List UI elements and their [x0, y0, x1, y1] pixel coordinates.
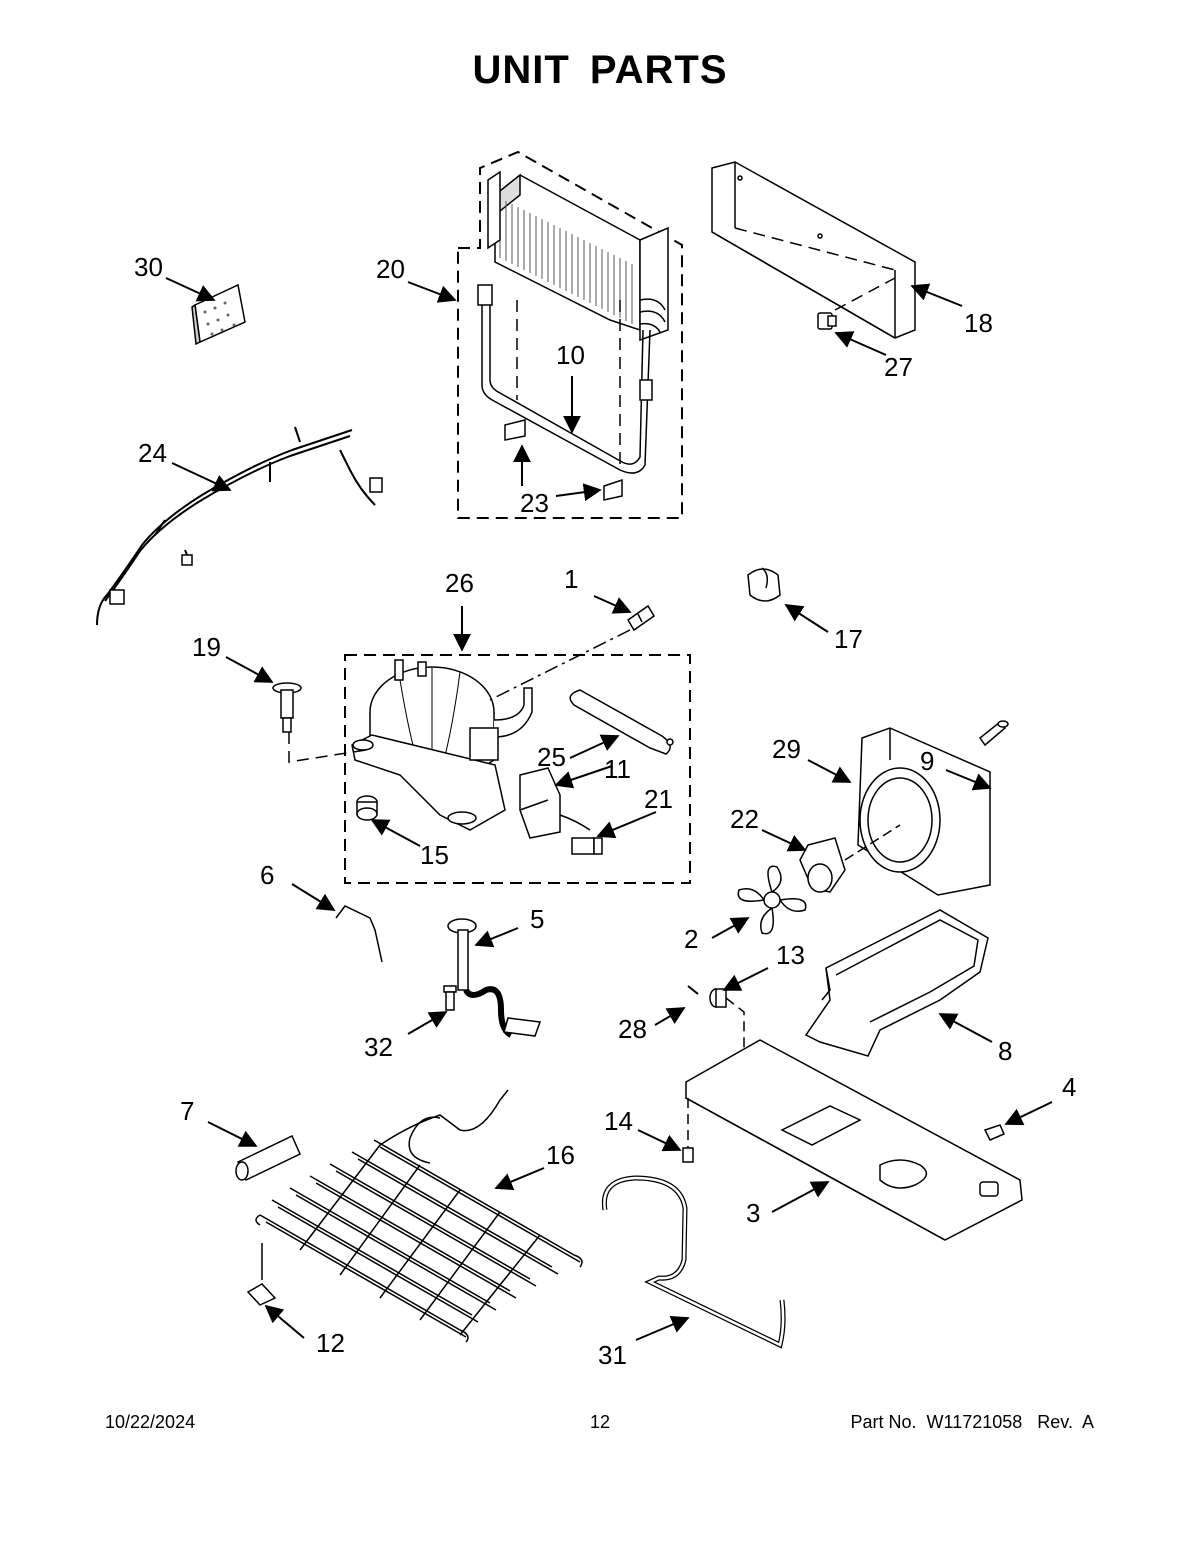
drain-tube	[447, 918, 542, 1038]
callout-19: 19	[192, 632, 221, 662]
condenser-clip	[246, 1283, 277, 1306]
page-title: UNIT PARTS	[472, 48, 728, 92]
callout-30: 30	[134, 252, 163, 282]
mounting-bolt	[272, 682, 367, 763]
evaporator-coil	[487, 170, 669, 342]
fan-blade	[737, 865, 807, 935]
wiring-harness	[96, 426, 383, 626]
screw	[978, 720, 1009, 747]
evaporator-assembly-outline	[457, 150, 683, 519]
base-screw-4	[983, 1124, 1005, 1141]
start-relay	[519, 767, 591, 839]
air-duct-cover	[711, 161, 916, 339]
callout-18: 18	[964, 308, 993, 338]
filter-drier	[569, 689, 674, 755]
process-valve	[626, 604, 656, 632]
grommet	[356, 795, 378, 821]
callout-27: 27	[884, 352, 913, 382]
defrost-heater	[477, 284, 653, 501]
callout-16: 16	[546, 1140, 575, 1170]
callout-1: 1	[564, 564, 578, 594]
overload-protector	[571, 837, 603, 855]
callout-12: 12	[316, 1328, 345, 1358]
callout-31: 31	[598, 1340, 627, 1370]
compressor	[351, 659, 533, 831]
callout-21: 21	[644, 784, 673, 814]
callout-24: 24	[138, 438, 167, 468]
callout-labels: 1 2 3 4 5 6 7 8 9 10 11 12 13 14 15 16 1…	[134, 252, 1076, 1370]
callout-25: 25	[537, 742, 566, 772]
compressor-assembly-outline	[344, 654, 691, 884]
base-screw-14	[682, 1098, 694, 1163]
fan-shroud	[857, 727, 991, 896]
callout-5: 5	[530, 904, 544, 934]
callout-26: 26	[445, 568, 474, 598]
callout-3: 3	[746, 1198, 760, 1228]
grommet-13	[709, 988, 727, 1008]
machine-compartment-base	[685, 1039, 1023, 1241]
drain-screw	[443, 985, 457, 1011]
callout-13: 13	[776, 940, 805, 970]
callout-9: 9	[920, 746, 934, 776]
footer-part-number: Part No. W11721058 Rev. A	[850, 1412, 1094, 1432]
callout-28: 28	[618, 1014, 647, 1044]
callout-6: 6	[260, 860, 274, 890]
footer-page-number: 12	[589, 1412, 611, 1432]
fan-motor	[799, 824, 901, 893]
callout-32: 32	[364, 1032, 393, 1062]
insulation-sleeve	[235, 1134, 301, 1182]
condenser-coil	[255, 1089, 583, 1343]
callout-23: 23	[520, 488, 549, 518]
callout-7: 7	[180, 1096, 194, 1126]
drain-pan	[804, 909, 989, 1057]
callout-14: 14	[604, 1106, 633, 1136]
pin-28	[687, 985, 699, 995]
callout-8: 8	[998, 1036, 1012, 1066]
leader-arrows	[165, 277, 1053, 1341]
thermistor-clip	[817, 312, 837, 330]
callout-4: 4	[1062, 1072, 1076, 1102]
callout-20: 20	[376, 254, 405, 284]
callout-2: 2	[684, 924, 698, 954]
clamp	[747, 567, 781, 602]
callout-29: 29	[772, 734, 801, 764]
callout-17: 17	[834, 624, 863, 654]
callout-15: 15	[420, 840, 449, 870]
callout-11: 11	[604, 754, 631, 784]
callout-22: 22	[730, 804, 759, 834]
callout-10: 10	[556, 340, 585, 370]
footer-date: 10/22/2024	[105, 1412, 196, 1432]
wire-bracket	[335, 905, 383, 963]
